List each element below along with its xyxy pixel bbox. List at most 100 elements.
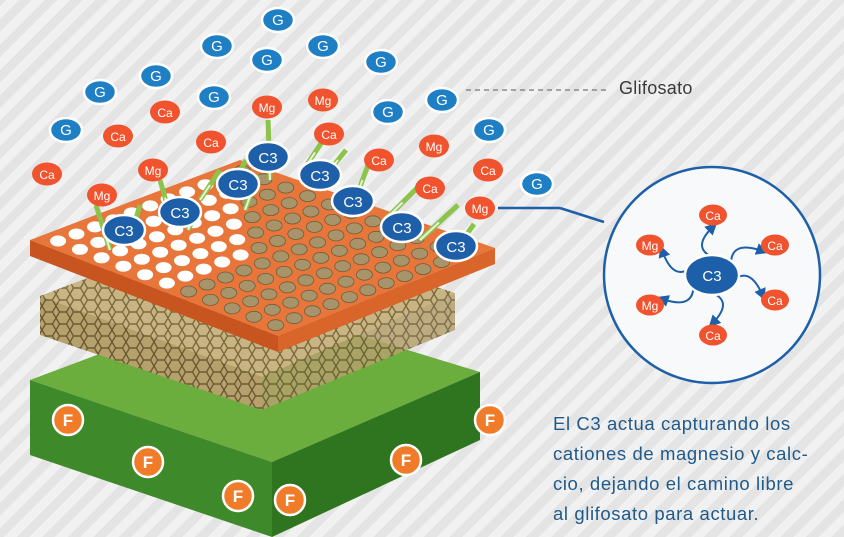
callout-calcium-ion: Ca [699, 204, 727, 226]
plate-hole [207, 225, 224, 237]
plate-hole [242, 295, 260, 308]
plate-hole [345, 222, 363, 235]
svg-text:Ca: Ca [371, 154, 387, 168]
plate-hole [290, 243, 308, 256]
plate-hole [258, 188, 276, 201]
plate-hole [243, 211, 261, 224]
plate-hole [364, 215, 382, 228]
caption-line-2: cationes de magnesio y calc- [553, 443, 809, 464]
f-particle: F [389, 443, 423, 477]
calcium-ion: Ca [103, 124, 133, 148]
plate-hole [411, 247, 429, 260]
glyphosate-ion: G [138, 62, 174, 90]
callout-magnesium-ion: Mg [636, 294, 664, 316]
plate-hole [268, 235, 286, 247]
glyphosate-ion: G [363, 48, 399, 76]
plate-hole [112, 245, 129, 257]
svg-text:Mg: Mg [472, 202, 489, 216]
caption-line-3: cio, dejando el camino libre [553, 473, 794, 494]
plate-hole [253, 257, 271, 270]
plate-hole [297, 274, 315, 287]
plate-hole [222, 203, 239, 215]
svg-text:C3: C3 [702, 268, 721, 285]
svg-text:Ca: Ca [705, 329, 721, 343]
plate-hole [204, 210, 221, 222]
plate-hole [319, 282, 337, 295]
plate-hole [305, 220, 323, 233]
plate-hole [238, 279, 256, 292]
c3-molecule: C3 [297, 158, 343, 192]
calcium-ion: Ca [196, 130, 226, 154]
plate-hole [352, 253, 370, 266]
f-particle: F [273, 483, 307, 517]
plate-hole [198, 278, 216, 291]
plate-hole [90, 236, 107, 248]
plate-hole [280, 197, 298, 210]
plate-hole [247, 226, 265, 239]
plate-hole [115, 260, 132, 272]
svg-text:Mg: Mg [315, 94, 332, 108]
svg-text:C3: C3 [310, 168, 329, 185]
plate-hole [334, 260, 352, 273]
plate-hole [155, 262, 172, 274]
f-particle: F [221, 479, 255, 513]
svg-text:G: G [317, 38, 329, 55]
release-arrow [197, 168, 223, 202]
plate-hole [287, 228, 305, 240]
svg-text:C3: C3 [228, 177, 247, 194]
soil-right-face [272, 372, 480, 537]
svg-text:C3: C3 [446, 239, 465, 256]
magnesium-ion: Mg [465, 196, 495, 220]
svg-text:G: G [208, 89, 220, 106]
svg-text:Ca: Ca [321, 128, 337, 142]
plate-hole [223, 302, 241, 315]
svg-text:F: F [285, 491, 295, 510]
plate-hole [396, 270, 414, 283]
calcium-ion: Ca [473, 158, 503, 182]
svg-text:G: G [436, 92, 448, 109]
plate-hole [68, 228, 85, 240]
svg-text:Mg: Mg [642, 239, 659, 253]
svg-text:Ca: Ca [39, 168, 55, 182]
plate-hole [304, 305, 321, 318]
plate-hole [359, 284, 377, 297]
plate-hole [324, 213, 342, 226]
c3-molecule: C3 [101, 213, 147, 247]
svg-text:Ca: Ca [422, 182, 438, 196]
magnesium-ion: Mg [419, 134, 449, 158]
plate-hole [174, 255, 190, 267]
plate-hole [93, 252, 110, 264]
svg-text:Mg: Mg [642, 299, 659, 313]
plate-hole [232, 249, 249, 261]
svg-text:G: G [483, 122, 495, 139]
svg-text:G: G [211, 38, 223, 55]
svg-text:C3: C3 [343, 194, 362, 211]
magnesium-ion: Mg [87, 183, 117, 207]
plate-hole [282, 296, 300, 309]
svg-text:G: G [272, 12, 284, 29]
svg-text:Mg: Mg [426, 140, 443, 154]
plate-hole [262, 204, 280, 217]
plate-hole [152, 246, 169, 258]
glyphosate-ion: G [370, 98, 406, 126]
glyphosate-ion: G [249, 46, 285, 74]
plate-hole [278, 281, 296, 294]
plate-hole [235, 264, 253, 277]
caption-line-1: El C3 actua capturando los [553, 413, 791, 434]
calcium-ion: Ca [314, 122, 344, 146]
callout-calcium-ion: Ca [761, 234, 789, 256]
svg-text:F: F [233, 487, 243, 506]
plate-hole [322, 298, 340, 311]
plate-hole [195, 263, 212, 275]
plate-hole [257, 272, 275, 285]
glyphosate-label: Glifosato [619, 78, 693, 98]
c3-molecule: C3 [215, 167, 261, 201]
glyphosate-ion: G [305, 32, 341, 60]
svg-text:G: G [94, 84, 106, 101]
plate-hole [133, 253, 150, 265]
plate-hole [189, 232, 206, 244]
svg-text:C3: C3 [114, 223, 133, 240]
glyphosate-ion: G [471, 116, 507, 144]
